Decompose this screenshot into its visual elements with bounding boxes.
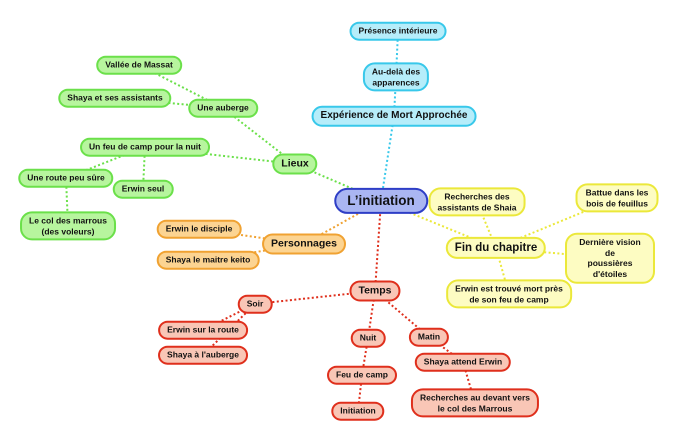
mindmap-node-personnages[interactable]: Personnages [262,233,346,255]
edge-root-ema [380,115,395,202]
edge-root-fin_chapitre [380,200,497,249]
mindmap-node-fin_chapitre[interactable]: Fin du chapitre [445,236,547,260]
mindmap-node-battue[interactable]: Battue dans les bois de feuillus [575,183,659,213]
edge-lieux-auberge [222,107,296,165]
mindmap-node-lieux[interactable]: Lieux [272,153,318,175]
mindmap-node-erwin_disciple[interactable]: Erwin le disciple [156,219,242,239]
mindmap-node-recherches_devant[interactable]: Recherches au devant vers le col des Mar… [410,388,540,418]
mindmap-node-erwin_trouve[interactable]: Erwin est trouvé mort près de son feu de… [446,279,572,309]
mindmap-node-derniere_vision[interactable]: Dernière vision de poussières d'étoiles [565,232,655,284]
mindmap-node-recherches_shaia[interactable]: Recherches des assistants de Shaia [428,187,526,217]
mindmap-node-erwin_seul[interactable]: Erwin seul [112,179,174,199]
edge-audela-presence [395,30,399,78]
mindmap-node-audela[interactable]: Au-delà des apparences [362,62,430,92]
mindmap-node-matin[interactable]: Matin [408,327,450,347]
mindmap-node-shaya_attend[interactable]: Shaya attend Erwin [414,352,512,372]
mindmap-node-presence[interactable]: Présence intérieure [349,21,447,41]
mindmap-node-vallee[interactable]: Vallée de Massat [96,55,182,75]
mindmap-node-feu_camp[interactable]: Feu de camp [327,365,397,385]
mindmap-node-feu_camp_nuit[interactable]: Un feu de camp pour la nuit [80,137,210,157]
mindmap-node-col_marrous[interactable]: Le col des marrous (des voleurs) [20,211,116,241]
mindmap-node-erwin_route[interactable]: Erwin sur la route [158,320,248,340]
mindmap-node-shaya_maitre[interactable]: Shaya le maitre keito [156,250,260,270]
mindmap-node-shaya_auberge[interactable]: Shaya à l'auberge [158,345,248,365]
mindmap-node-shaya_assistants[interactable]: Shaya et ses assistants [58,88,172,108]
mindmap-node-initiation[interactable]: Initiation [331,401,385,421]
edge-temps-nuit [367,290,376,339]
mindmap-node-nuit[interactable]: Nuit [350,328,386,348]
mindmap-node-auberge[interactable]: Une auberge [188,98,258,118]
edge-lieux-feu_camp_nuit [144,146,296,165]
edge-root-temps [374,200,382,292]
mindmap-node-temps[interactable]: Temps [349,280,401,302]
mindmap-node-soir[interactable]: Soir [237,294,273,314]
mindmap-node-root[interactable]: L’initiation [334,187,428,215]
mindmap-node-route_sure[interactable]: Une route peu sûre [18,168,114,188]
mindmap-node-ema[interactable]: Expérience de Mort Approchée [311,105,477,127]
